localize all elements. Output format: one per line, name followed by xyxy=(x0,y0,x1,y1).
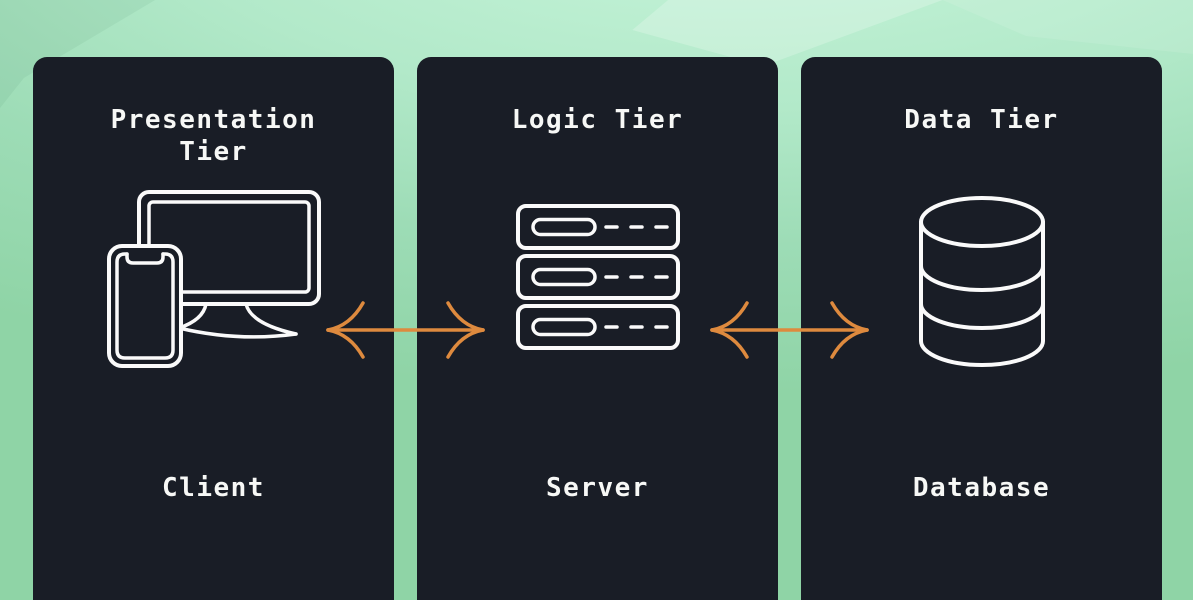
panel-data-tier: Data Tier Database xyxy=(801,57,1162,600)
panel-presentation-tier: Presentation Tier xyxy=(33,57,394,600)
database-icon xyxy=(918,196,1045,367)
tier-title: Data Tier xyxy=(904,105,1059,135)
server-stack-icon xyxy=(515,204,680,350)
tier-label: Client xyxy=(162,473,265,503)
tier-panels: Presentation Tier xyxy=(33,57,1162,600)
smartphone-icon xyxy=(106,244,183,368)
tier-label: Server xyxy=(546,473,649,503)
client-devices-icon xyxy=(106,190,321,368)
tier-title: Logic Tier xyxy=(511,105,684,135)
tier-label: Database xyxy=(912,473,1051,503)
panel-logic-tier: Logic Tier Server xyxy=(417,57,778,600)
tier-title: Presentation Tier xyxy=(110,105,317,167)
